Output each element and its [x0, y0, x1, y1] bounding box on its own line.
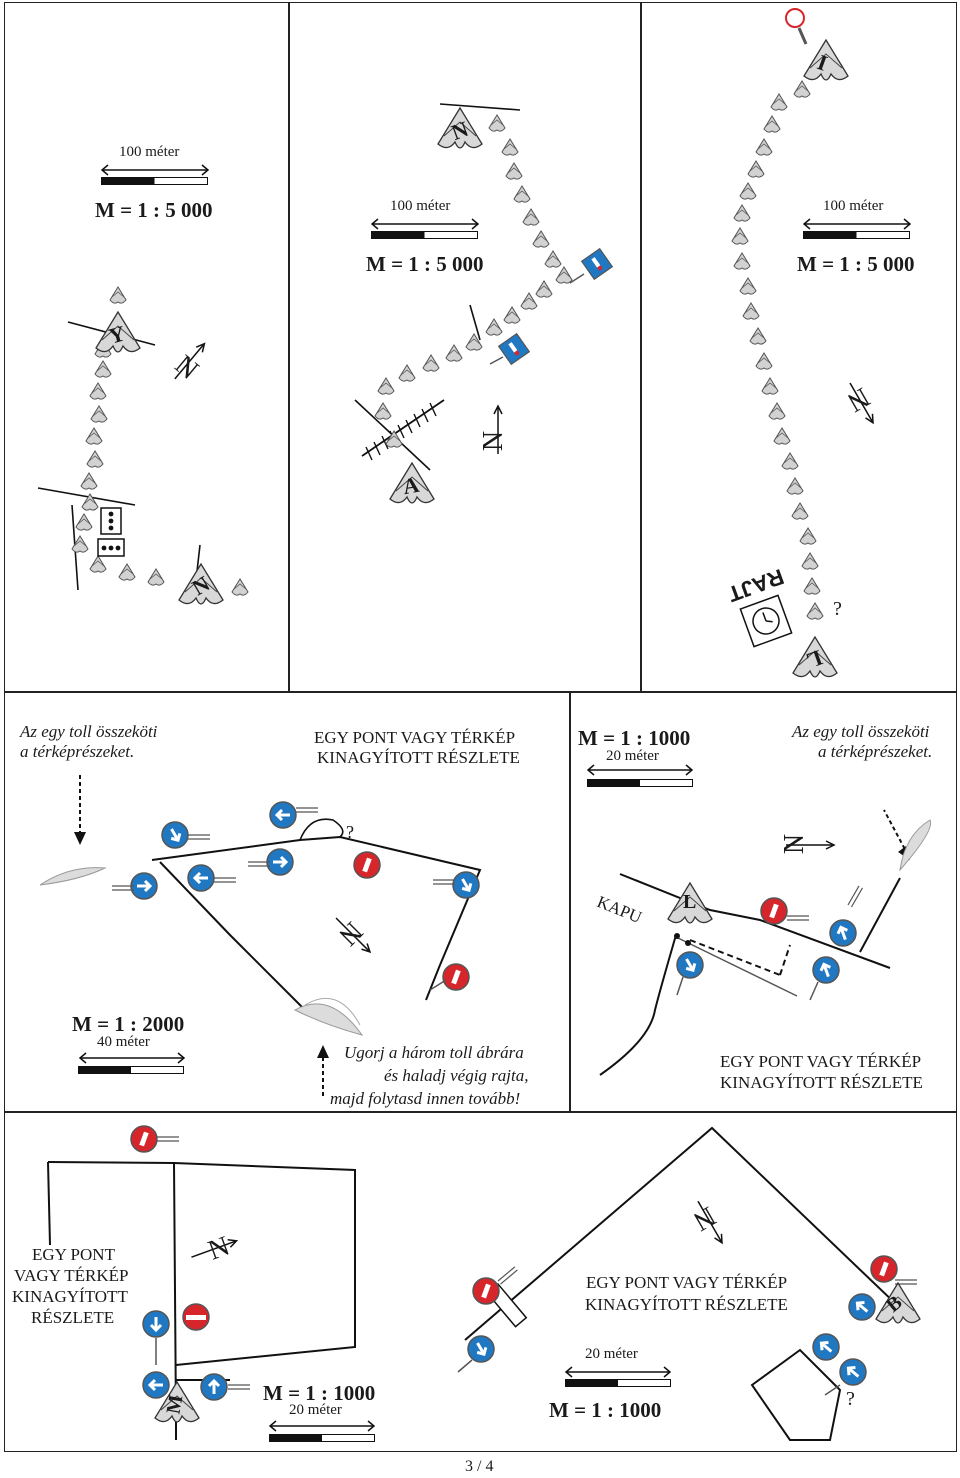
page-number: 3 / 4 — [465, 1458, 494, 1475]
distance-label-5: 20 méter — [606, 748, 659, 764]
zoom-caption-line6: KINAGYÍTOTT RÉSZLETE — [585, 1295, 788, 1314]
distance-arrow-4 — [78, 1052, 186, 1064]
map-panel-5 — [599, 809, 932, 1076]
distance-label-6: 20 méter — [289, 1402, 342, 1418]
one-way-sign-icon-2 — [497, 332, 531, 366]
distance-arrow-6 — [268, 1420, 376, 1432]
distance-label-4: 40 méter — [97, 1034, 150, 1050]
distance-arrow-5 — [586, 764, 694, 776]
scale-ratio-3: M = 1 : 5 000 — [797, 252, 915, 276]
panel-4 — [4, 692, 570, 1112]
panel-3 — [641, 2, 957, 692]
feather-note-line4: a térképrészeket. — [818, 742, 933, 761]
map-panel-6 — [47, 1125, 921, 1441]
feather-note-line1: Az egy toll összeköti — [20, 722, 158, 741]
zoom-caption-line4: KINAGYÍTOTT RÉSZLETE — [720, 1073, 923, 1092]
north-arrow-icon-3 — [849, 382, 874, 425]
jump-instruction-line1: Ugorj a három toll ábrára — [344, 1043, 524, 1062]
jump-instruction-line3: majd folytasd innen tovább! — [330, 1089, 521, 1108]
distance-arrow-7 — [564, 1366, 672, 1378]
three-feathers-icon — [293, 997, 364, 1036]
scale-ratio-4: M = 1 : 2000 — [72, 1012, 185, 1036]
feather-note-line2: a térképrészeket. — [20, 742, 135, 761]
panel-5 — [570, 692, 957, 1112]
distance-label-3: 100 méter — [823, 198, 884, 214]
scale-bar-4 — [78, 1066, 184, 1074]
dice-icon — [97, 507, 125, 557]
zoom-caption-v1: EGY PONT — [32, 1245, 115, 1264]
north-arrow-icon — [174, 342, 206, 380]
distance-arrow-3 — [802, 218, 912, 230]
tracks-panel-3 — [731, 80, 824, 620]
panel-1 — [4, 2, 289, 692]
zoom-caption-line1: EGY PONT VAGY TÉRKÉP — [314, 728, 516, 747]
railway-icon — [361, 399, 445, 461]
map-panel-4 — [39, 775, 482, 1096]
north-arrow-icon-4 — [335, 917, 372, 954]
panel-6 — [4, 1112, 957, 1452]
control-l2-letter: L — [683, 891, 697, 913]
north-arrow-icon-5 — [786, 840, 836, 850]
zoom-caption-line2: KINAGYÍTOTT RÉSZLETE — [317, 748, 520, 767]
scale-bar-3 — [803, 231, 910, 239]
distance-label-2: 100 méter — [390, 198, 451, 214]
control-m-letter: M — [162, 1393, 188, 1416]
zoom-caption-line5: EGY PONT VAGY TÉRKÉP — [586, 1273, 788, 1292]
scale-ratio: M = 1 : 5 000 — [95, 198, 213, 222]
scale-bar-6 — [269, 1434, 375, 1442]
zoom-caption-line3: EGY PONT VAGY TÉRKÉP — [720, 1052, 922, 1071]
scale-ratio-2: M = 1 : 5 000 — [366, 252, 484, 276]
north-label-2: N — [478, 430, 510, 452]
scale-ratio-7: M = 1 : 1000 — [549, 1398, 662, 1422]
zoom-caption-v3: KINAGYÍTOTT — [12, 1287, 128, 1306]
scale-bar — [101, 177, 208, 185]
no-entry-round-sign-icon — [182, 1303, 210, 1331]
one-way-sign-icon — [580, 247, 614, 281]
zoom-caption-v2: VAGY TÉRKÉP — [14, 1266, 129, 1285]
clock-icon — [739, 594, 793, 648]
scale-ratio-6: M = 1 : 1000 — [263, 1381, 376, 1405]
unknown-marker-2: ? — [346, 822, 354, 842]
scale-bar-5 — [587, 779, 693, 787]
route-panel-2 — [354, 103, 614, 504]
route-panel-1 — [37, 286, 249, 605]
north-arrow-icon-7 — [697, 1200, 723, 1245]
scale-bar-2 — [371, 231, 478, 239]
scale-ratio-5: M = 1 : 1000 — [578, 726, 691, 750]
feather-note-line3: Az egy toll összeköti — [792, 722, 930, 741]
distance-label: 100 méter — [119, 144, 180, 160]
north-arrow-icon-2 — [493, 404, 503, 454]
panel-2 — [289, 2, 641, 692]
distance-arrow-2 — [370, 218, 480, 230]
zoom-caption-v4: RÉSZLETE — [31, 1308, 115, 1327]
north-label-5: N — [779, 833, 811, 855]
unknown-marker: ? — [833, 598, 842, 620]
tracks-panel-2 — [374, 114, 573, 448]
distance-label-7: 20 méter — [585, 1346, 638, 1362]
distance-arrow — [100, 164, 210, 176]
no-entry-sign-icon — [353, 851, 381, 879]
north-arrow-icon-6 — [191, 1239, 239, 1258]
scale-bar-7 — [565, 1379, 671, 1387]
route-panel-3 — [731, 8, 874, 678]
jump-instruction-line2: és haladj végig rajta, — [384, 1066, 529, 1085]
unknown-marker-3: ? — [846, 1388, 855, 1410]
